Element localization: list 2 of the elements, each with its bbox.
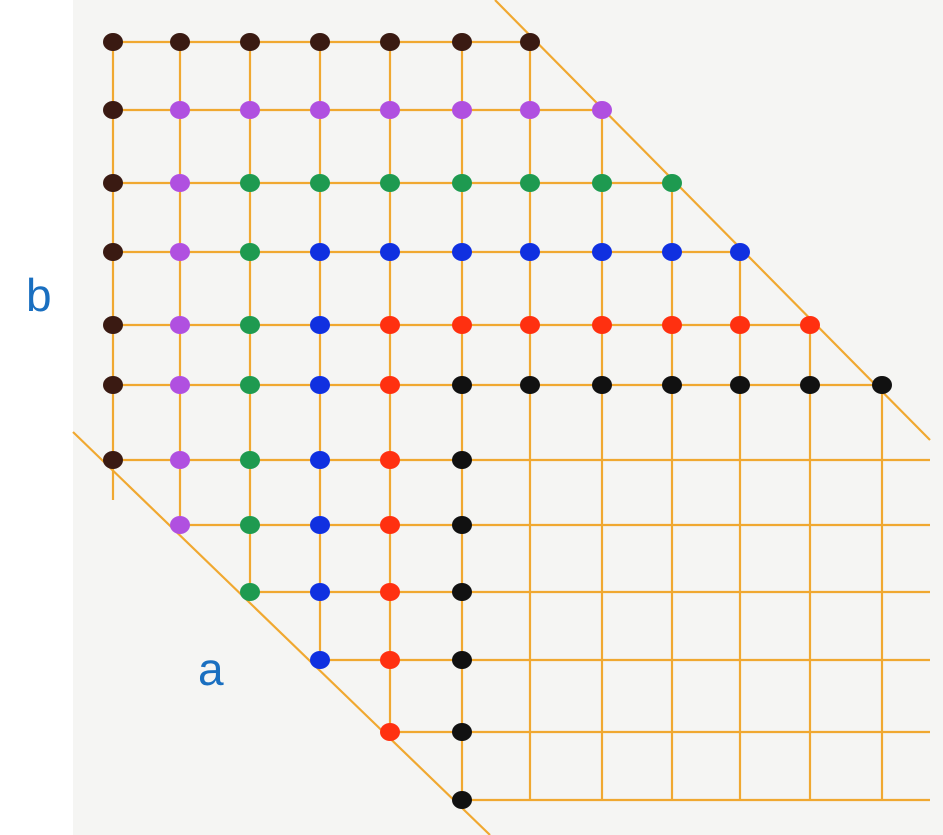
axis-label: b — [26, 272, 52, 318]
axis-label: a — [198, 646, 224, 692]
